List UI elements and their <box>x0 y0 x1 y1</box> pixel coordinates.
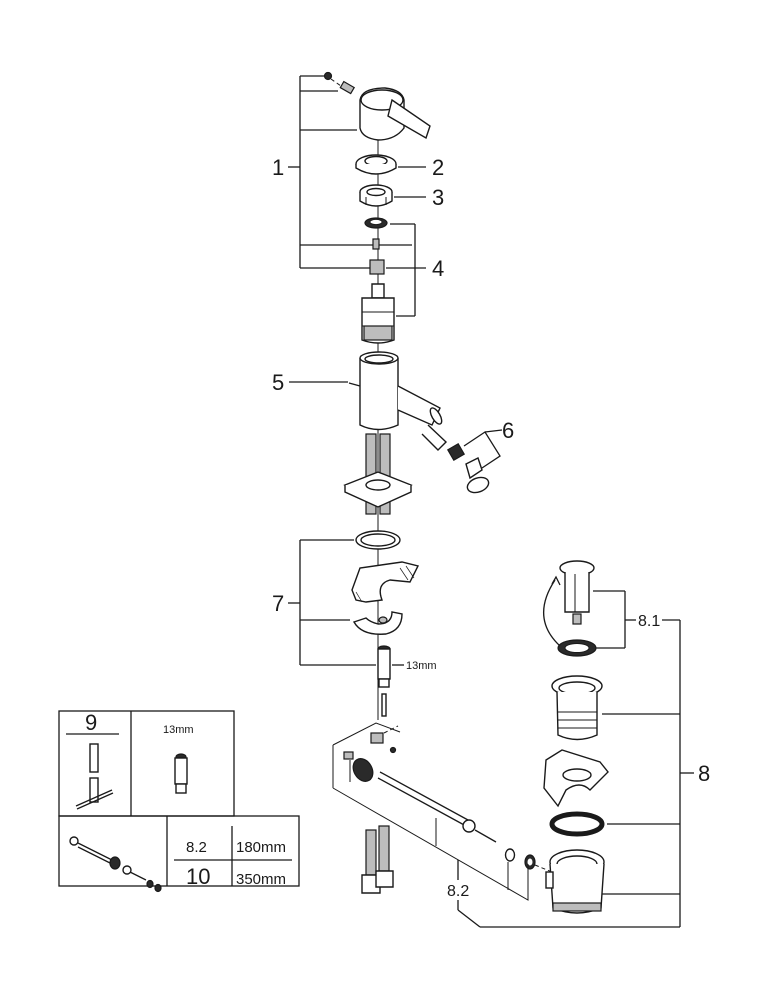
callout-8-leaders <box>602 620 694 927</box>
tool-number-9: 9 <box>85 710 97 735</box>
table-length-10: 350mm <box>236 871 286 888</box>
part-8-waste-body <box>543 675 609 914</box>
part-3-cartridge-nut <box>359 184 393 207</box>
part-5-mixer-body <box>348 351 448 451</box>
lever-icon <box>387 98 431 140</box>
tool-box-nut-icon <box>174 753 188 794</box>
lift-rod-set-icon <box>69 836 162 893</box>
callout-6: 6 <box>502 418 514 443</box>
part-8-1-plug <box>542 560 597 657</box>
cap-icon <box>323 71 333 81</box>
tool-legend-box <box>58 710 300 887</box>
tool-box-wrench-size: 13mm <box>163 724 194 736</box>
callout-1: 1 <box>272 155 284 180</box>
nut-13mm <box>377 645 391 717</box>
part-7-fixing-set <box>351 530 420 635</box>
callout-4-leaders <box>386 223 426 317</box>
table-part-8-2: 8.2 <box>186 839 207 856</box>
callout-8-2-leaders <box>332 787 680 928</box>
part-1-handle <box>323 71 431 141</box>
callout-8-2: 8.2 <box>447 883 469 900</box>
callout-7-leaders <box>288 539 376 666</box>
callout-7: 7 <box>272 591 284 616</box>
table-length-8-2: 180mm <box>236 839 286 856</box>
tool-wrench-icon <box>75 743 114 810</box>
callout-5: 5 <box>272 370 284 395</box>
table-part-10: 10 <box>186 864 210 889</box>
callout-4: 4 <box>432 256 444 281</box>
callout-6-leaders <box>463 429 503 469</box>
part-6-spray-outlet <box>446 442 490 494</box>
callout-2: 2 <box>432 155 444 180</box>
callout-8-1-leaders <box>593 590 680 649</box>
set-screw-icon <box>339 80 356 95</box>
wrench-size-label: 13mm <box>406 660 437 672</box>
part-2-cover-ring <box>355 154 397 175</box>
callout-8-1: 8.1 <box>638 613 660 630</box>
base-plate <box>343 471 413 508</box>
callout-1-leaders <box>288 75 412 269</box>
callout-3: 3 <box>432 185 444 210</box>
hoses-lower <box>361 825 394 894</box>
callout-8: 8 <box>698 761 710 786</box>
part-4-cartridge <box>361 217 395 344</box>
